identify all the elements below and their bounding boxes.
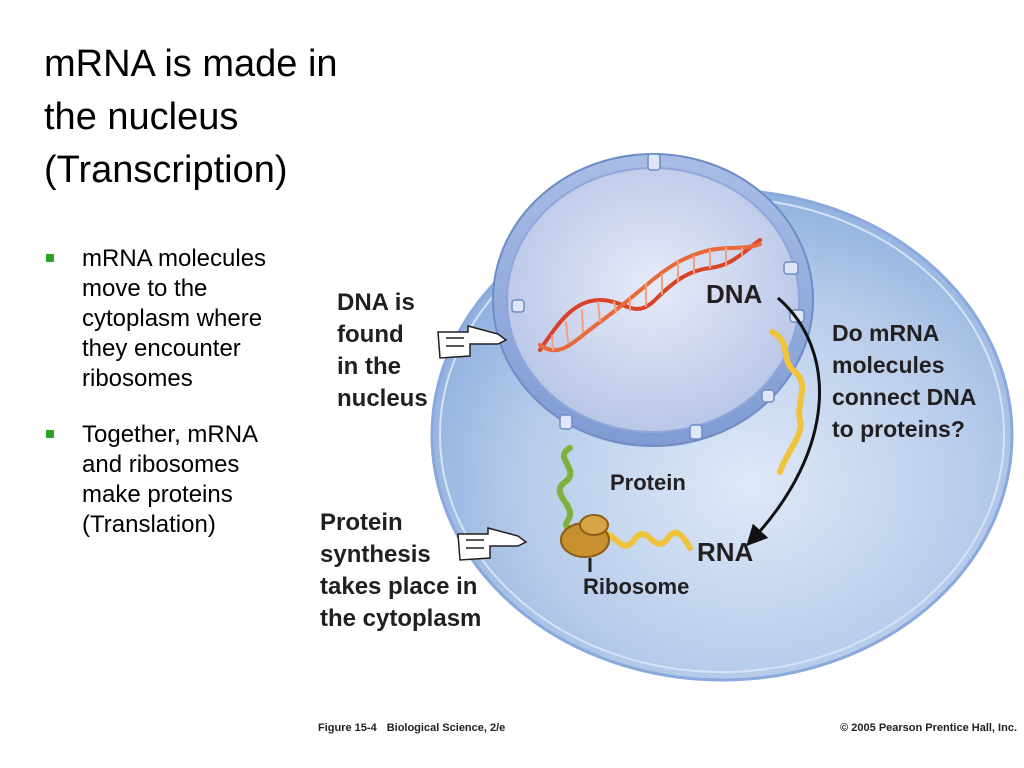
- bullet-list: mRNA molecules move to the cytoplasm whe…: [44, 244, 314, 566]
- bullet-line: make proteins: [82, 481, 233, 508]
- mrna-strand-nucleus: [769, 329, 806, 475]
- dna-double-helix: [538, 238, 762, 353]
- bullet-item: mRNA molecules move to the cytoplasm whe…: [44, 244, 314, 394]
- bullet-line: mRNA molecules: [82, 245, 267, 272]
- label-dna-found-in-nucleus: DNA is found in the nucleus: [337, 289, 428, 412]
- title-line: mRNA is made in: [44, 43, 338, 85]
- bullet-line: cytoplasm where: [82, 305, 263, 332]
- pointing-hand-icon: [437, 325, 508, 359]
- bullet-line: ribosomes: [82, 365, 193, 392]
- bullet-line: move to the: [82, 275, 208, 302]
- transcription-arrow: [746, 296, 822, 547]
- label-protein: Protein: [610, 470, 686, 495]
- label-rna: RNA: [697, 537, 754, 567]
- bullet-square-icon: [46, 430, 54, 438]
- ribosome: [560, 514, 610, 572]
- bullet-line: and ribosomes: [82, 451, 240, 478]
- figure-number: Figure 15-4: [318, 722, 377, 734]
- label-question: Do mRNA molecules connect DNA to protein…: [832, 320, 977, 442]
- label-ribosome: Ribosome: [583, 574, 690, 599]
- slide-title: mRNA is made in the nucleus (Transcripti…: [44, 38, 384, 197]
- bullet-line: they encounter: [82, 335, 241, 362]
- title-line: (Transcription): [44, 149, 288, 191]
- pointing-hand-icon: [457, 527, 528, 561]
- figure-caption: Figure 15-4 Biological Science, 2/e: [318, 722, 505, 734]
- mrna-strand-cytoplasm: [595, 529, 693, 551]
- label-protein-synthesis: Protein synthesis takes place in the cyt…: [320, 509, 482, 632]
- bullet-square-icon: [46, 254, 54, 262]
- bullet-item: Together, mRNA and ribosomes make protei…: [44, 420, 314, 540]
- bullet-line: Together, mRNA: [82, 421, 259, 448]
- bullet-line: (Translation): [82, 511, 216, 538]
- title-line: the nucleus: [44, 96, 239, 138]
- copyright-notice: © 2005 Pearson Prentice Hall, Inc.: [840, 722, 1017, 734]
- book-title: Biological Science, 2/e: [386, 722, 506, 734]
- label-dna: DNA: [706, 279, 763, 309]
